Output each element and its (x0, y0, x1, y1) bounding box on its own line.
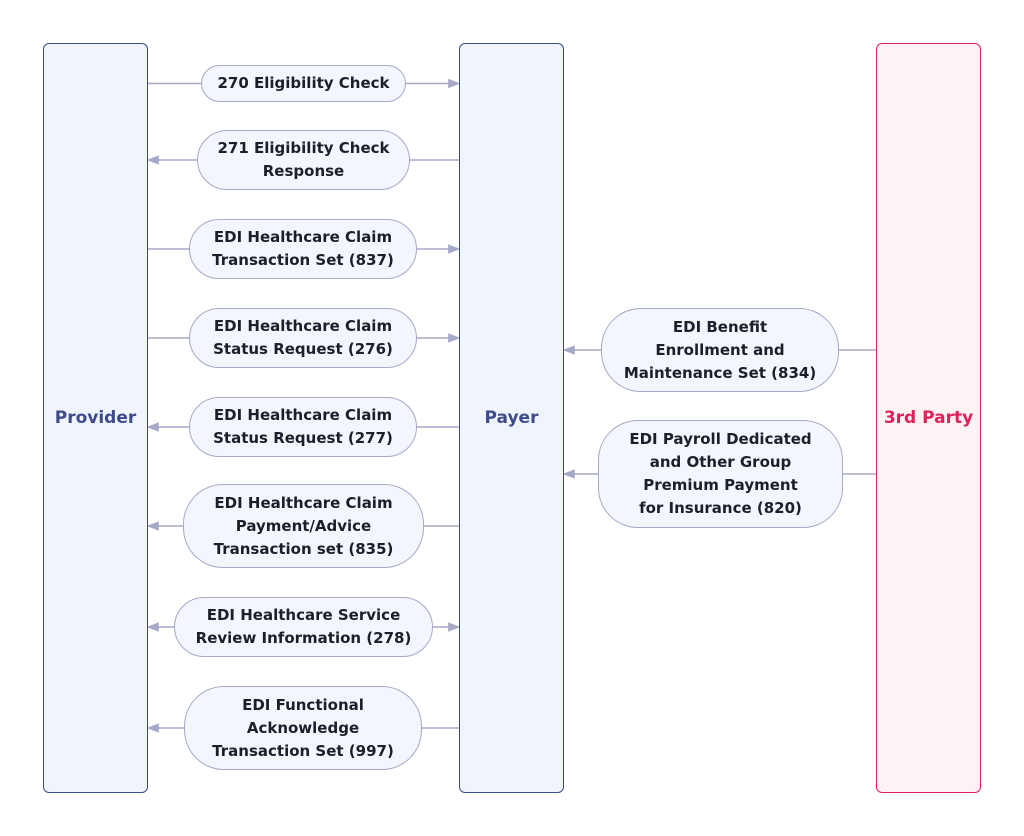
message-pill-276: EDI Healthcare Claim Status Request (276… (189, 308, 417, 368)
message-pill-271: 271 Eligibility Check Response (197, 130, 410, 190)
message-pill-835: EDI Healthcare Claim Payment/Advice Tran… (183, 484, 424, 568)
message-pill-277: EDI Healthcare Claim Status Request (277… (189, 397, 417, 457)
message-pill-834: EDI Benefit Enrollment and Maintenance S… (601, 308, 839, 392)
payer-label: Payer (484, 408, 539, 428)
message-pill-837: EDI Healthcare Claim Transaction Set (83… (189, 219, 417, 279)
message-pill-270: 270 Eligibility Check (201, 65, 406, 102)
payer-lane: Payer (459, 43, 564, 793)
message-pill-997: EDI Functional Acknowledge Transaction S… (184, 686, 422, 770)
message-pill-820: EDI Payroll Dedicated and Other Group Pr… (598, 420, 843, 528)
third-party-lane: 3rd Party (876, 43, 981, 793)
provider-lane: Provider (43, 43, 148, 793)
provider-label: Provider (54, 408, 137, 428)
message-pill-278: EDI Healthcare Service Review Informatio… (174, 597, 433, 657)
third-party-label: 3rd Party (883, 408, 974, 428)
